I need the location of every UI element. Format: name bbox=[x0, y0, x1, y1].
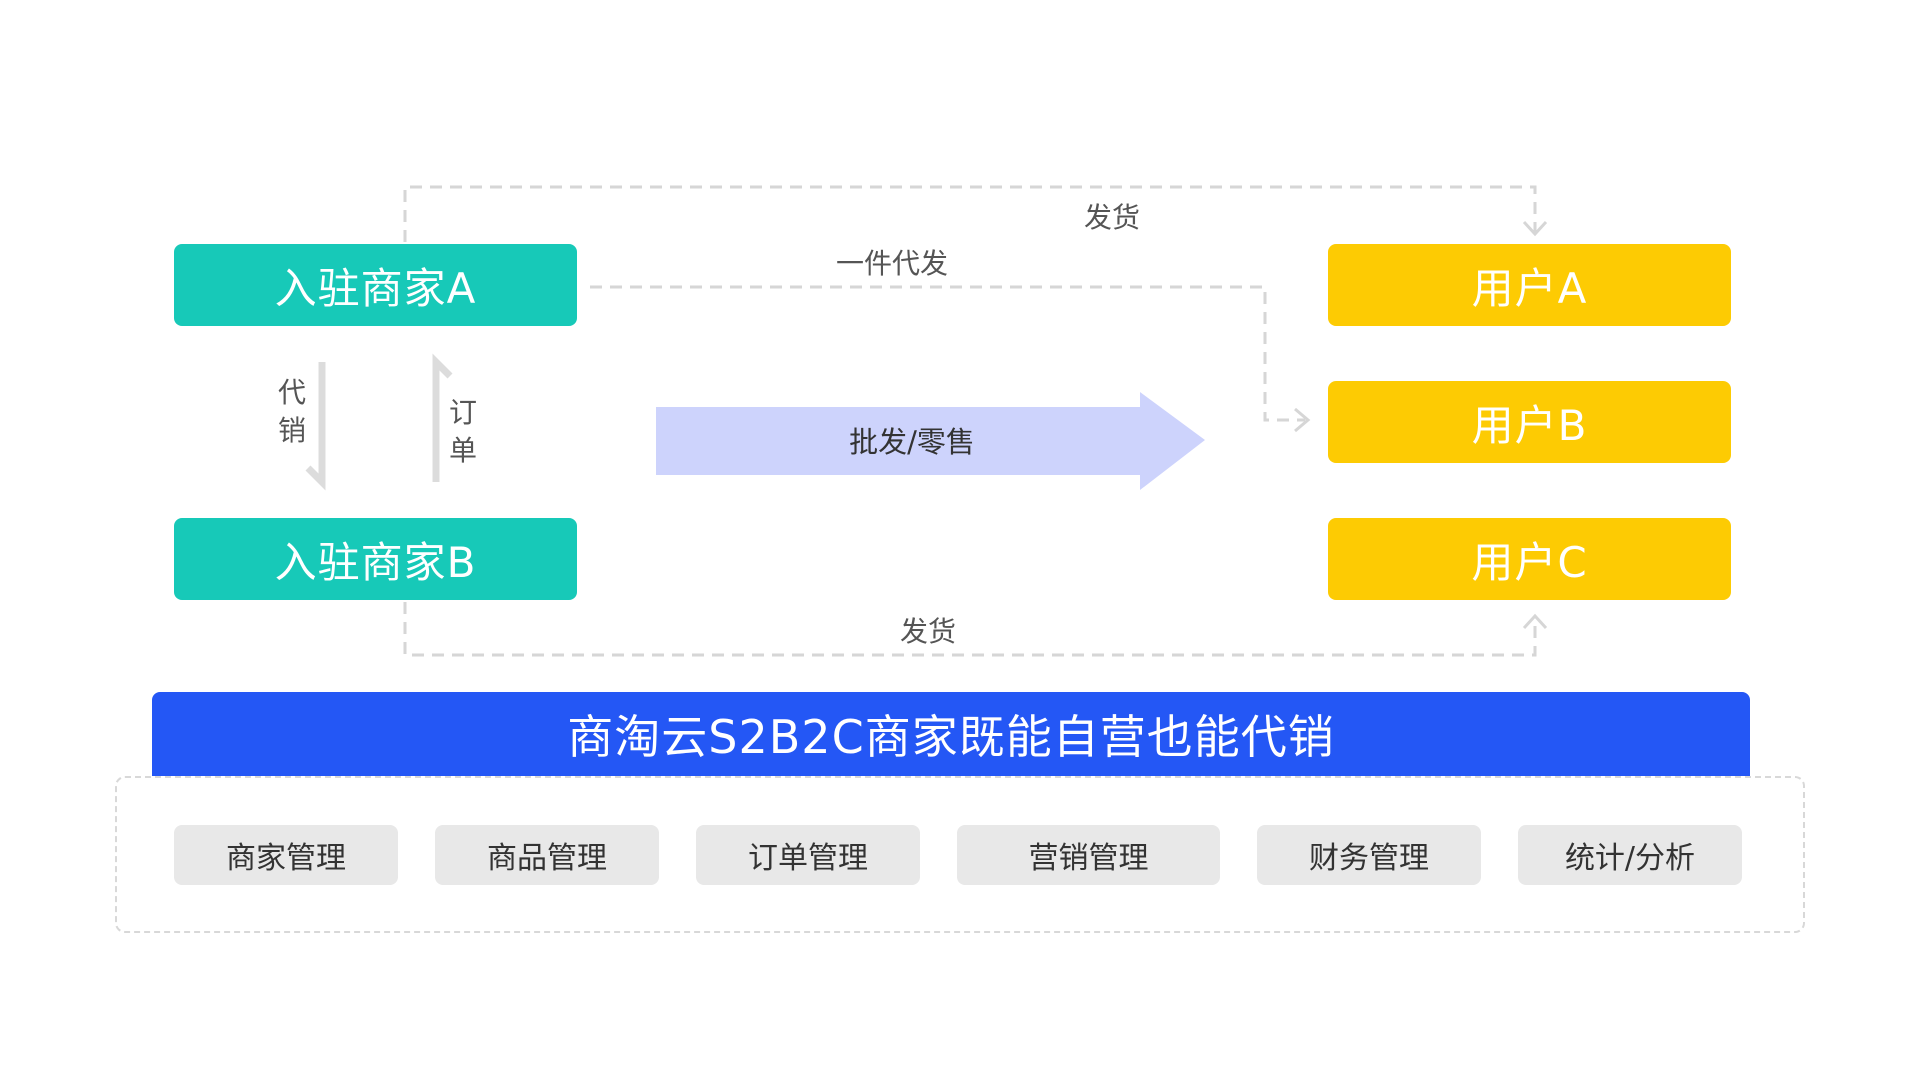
platform-banner: 商淘云S2B2C商家既能自营也能代销 bbox=[152, 692, 1750, 776]
user-c-label: 用户C bbox=[1471, 537, 1588, 587]
order-arrow bbox=[432, 353, 453, 482]
module-statistics-analysis: 统计/分析 bbox=[1518, 825, 1742, 885]
user-a-label: 用户A bbox=[1471, 263, 1588, 313]
order-label: 订单 bbox=[448, 396, 477, 467]
user-b-label: 用户B bbox=[1471, 400, 1588, 450]
merchant-a-label: 入驻商家A bbox=[274, 263, 477, 313]
user-b-box: 用户B bbox=[1328, 381, 1731, 463]
module-label: 订单管理 bbox=[748, 841, 868, 876]
ship-bottom-label: 发货 bbox=[900, 615, 957, 648]
agency-sales-label: 代销 bbox=[277, 376, 306, 447]
platform-banner-title: 商淘云S2B2C商家既能自营也能代销 bbox=[567, 710, 1335, 764]
ship-bottom-arrowhead bbox=[1522, 613, 1548, 630]
module-product-management: 商品管理 bbox=[435, 825, 659, 885]
module-finance-management: 财务管理 bbox=[1257, 825, 1481, 885]
module-order-management: 订单管理 bbox=[696, 825, 920, 885]
module-panel bbox=[115, 776, 1805, 933]
merchant-a-box: 入驻商家A bbox=[174, 244, 577, 326]
wholesale-retail-label: 批发/零售 bbox=[849, 425, 975, 459]
dropship-arrowhead bbox=[1294, 407, 1311, 433]
ship-top-arrowhead bbox=[1522, 220, 1548, 237]
wholesale-retail-arrow bbox=[656, 392, 1205, 490]
module-label: 商家管理 bbox=[226, 841, 346, 876]
ship-top-label: 发货 bbox=[1084, 201, 1141, 234]
user-a-box: 用户A bbox=[1328, 244, 1731, 326]
module-label: 统计/分析 bbox=[1564, 841, 1696, 876]
ship-bottom-connector bbox=[403, 602, 1537, 657]
module-label: 营销管理 bbox=[1028, 841, 1149, 876]
agency-sales-arrow bbox=[305, 362, 326, 491]
merchant-b-label: 入驻商家B bbox=[274, 537, 477, 587]
module-label: 商品管理 bbox=[487, 841, 607, 876]
module-label: 财务管理 bbox=[1309, 841, 1429, 876]
module-merchant-management: 商家管理 bbox=[174, 825, 398, 885]
dropship-label: 一件代发 bbox=[836, 247, 949, 280]
user-c-box: 用户C bbox=[1328, 518, 1731, 600]
merchant-b-box: 入驻商家B bbox=[174, 518, 577, 600]
dropship-connector bbox=[590, 285, 1305, 422]
ship-top-connector bbox=[403, 185, 1537, 242]
module-marketing-management: 营销管理 bbox=[957, 825, 1220, 885]
